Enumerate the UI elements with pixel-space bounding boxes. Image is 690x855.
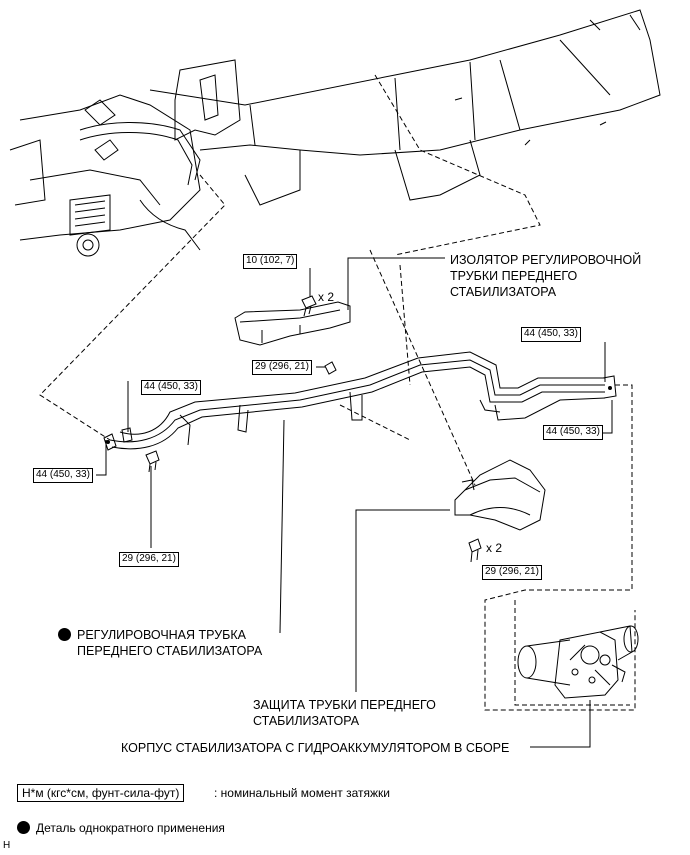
torque-right-upper-fitting: 44 (450, 33): [521, 327, 581, 342]
bolts: [145, 295, 482, 563]
quantity-protector-bolts: x 2: [486, 541, 503, 555]
torque-right-lower-fitting: 44 (450, 33): [543, 425, 603, 440]
adjust-tube-text1: РЕГУЛИРОВОЧНАЯ ТРУБКА: [77, 628, 246, 642]
torque-isolator-bolt: 10 (102, 7): [243, 254, 298, 269]
legend-single-use: Деталь однократного применения: [17, 820, 225, 836]
isolator-label-line1: ИЗОЛЯТОР РЕГУЛИРОВОЧНОЙ: [450, 253, 642, 267]
front-suspension: [9, 94, 201, 257]
isolator-label-line2: ТРУБКИ ПЕРЕДНЕГО: [450, 269, 578, 283]
torque-protector-bolt: 29 (296, 21): [482, 565, 542, 580]
legend-torque-desc: : номинальный момент затяжки: [214, 786, 390, 800]
corner-mark: H: [3, 840, 11, 851]
legend-torque-unit: Н*м (кгс*см, фунт-сила-фут): [17, 784, 185, 802]
isolator-label: ИЗОЛЯТОР РЕГУЛИРОВОЧНОЙ ТРУБКИ ПЕРЕДНЕГО…: [450, 252, 641, 300]
isolator-label-line3: СТАБИЛИЗАТОРА: [450, 285, 557, 299]
adjust-tube-label-line2: ПЕРЕДНЕГО СТАБИЛИЗАТОРА: [77, 644, 263, 658]
stabilizer-tubes: [103, 351, 617, 451]
connection-dots: [106, 386, 612, 444]
stabilizer-housing: [517, 625, 639, 699]
legend-single-use-text: Деталь однократного применения: [36, 821, 225, 835]
torque-left-lower-fitting: 44 (450, 33): [33, 468, 93, 483]
protector-label-line2: СТАБИЛИЗАТОРА: [253, 714, 360, 728]
housing-label: КОРПУС СТАБИЛИЗАТОРА С ГИДРОАККУМУЛЯТОРО…: [121, 741, 510, 755]
tube-protector: [454, 459, 546, 531]
adjust-tube-label-line1: РЕГУЛИРОВОЧНАЯ ТРУБКА: [58, 627, 262, 643]
protector-label-line1: ЗАЩИТА ТРУБКИ ПЕРЕДНЕГО: [253, 698, 436, 712]
torque-left-clamp-bolt: 29 (296, 21): [119, 552, 179, 567]
torque-left-upper-fitting: 44 (450, 33): [141, 380, 201, 395]
reference-lines: [39, 74, 636, 711]
quantity-isolator-bolts: x 2: [318, 290, 335, 304]
vehicle-frame: [149, 9, 661, 206]
isolator-bracket: [234, 301, 351, 346]
protector-label: ЗАЩИТА ТРУБКИ ПЕРЕДНЕГО СТАБИЛИЗАТОРА: [253, 697, 436, 729]
torque-bracket-bolt: 29 (296, 21): [252, 360, 312, 375]
single-use-bullet: [58, 628, 71, 641]
adjust-tube-label: РЕГУЛИРОВОЧНАЯ ТРУБКА ПЕРЕДНЕГО СТАБИЛИЗ…: [58, 627, 262, 659]
legend-bullet-icon: [17, 821, 30, 834]
